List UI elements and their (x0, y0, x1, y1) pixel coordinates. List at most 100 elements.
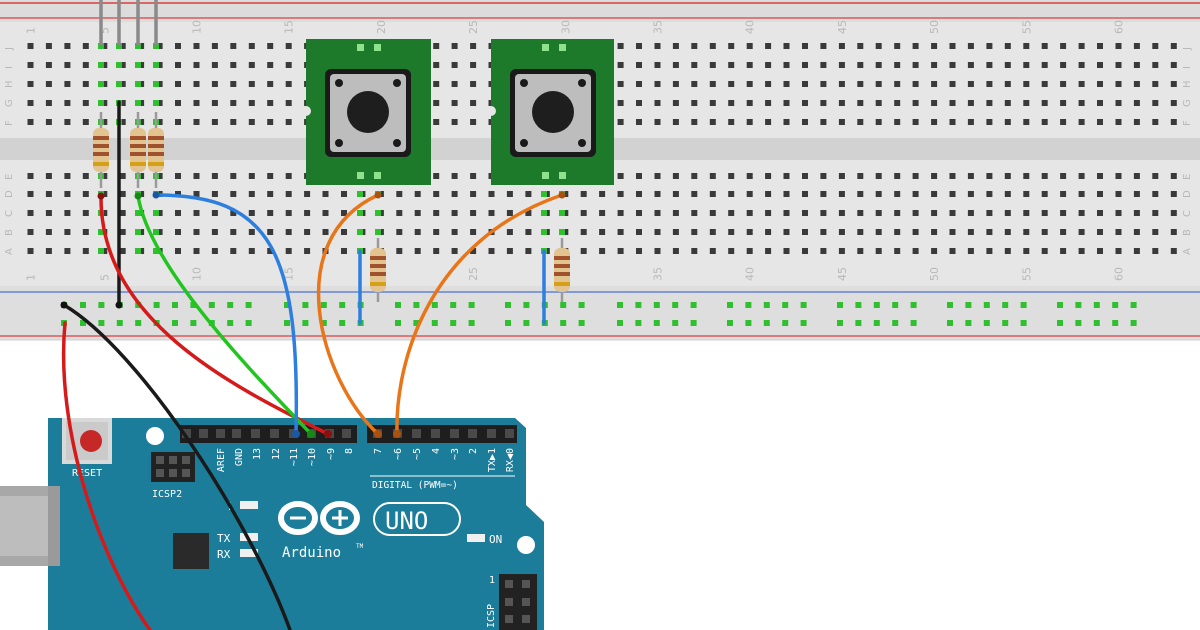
resistor-led-2 (130, 112, 146, 188)
led-tx-label: TX (217, 532, 231, 545)
row-letter-top: F (1182, 120, 1193, 126)
row-letter-top: I (4, 66, 15, 69)
wire-blue-led-to-11 (154, 193, 299, 436)
pin-label: ~5 (412, 448, 423, 460)
pushbutton-2[interactable] (486, 39, 614, 185)
header-pin[interactable] (412, 429, 421, 438)
pin-label: 4 (431, 448, 442, 454)
pin-labels: AREF GND 13 12 ~11 ~10 ~9 8 7 ~6 ~5 4 ~3 2 TX▶1 RX◀0 (216, 448, 516, 472)
column-number-top: 15 (283, 20, 296, 34)
pushbutton-1[interactable] (301, 39, 431, 185)
header-leads (99, 0, 158, 45)
pin-label: GND (234, 448, 245, 466)
wire-red-led-to-9 (99, 194, 330, 436)
header-pin[interactable] (505, 429, 514, 438)
column-number-bottom: 5 (98, 274, 111, 281)
wire-orange-button1-to-7 (316, 193, 380, 436)
resistor-led-3 (148, 112, 164, 188)
row-letter-bottom: C (4, 210, 15, 217)
arduino-infinity-logo (278, 501, 360, 535)
model-label: UNO (385, 507, 428, 535)
pin-label: ~9 (326, 448, 337, 460)
column-number-top: 1 (25, 27, 38, 34)
column-number-top: 30 (559, 20, 572, 34)
pin-label: ~3 (450, 448, 461, 460)
power-rail-bottom (0, 286, 1200, 340)
pin-label: TX▶1 (487, 448, 498, 472)
column-number-top: 50 (928, 20, 941, 34)
header-pin[interactable] (199, 429, 208, 438)
icsp-header (499, 574, 537, 630)
pin-label: ~6 (393, 448, 404, 460)
column-number-bottom: 1 (25, 274, 38, 281)
pin-label: ~10 (307, 448, 318, 466)
header-pin[interactable] (232, 429, 241, 438)
column-number-bottom: 40 (744, 267, 757, 281)
row-letter-top: G (4, 99, 15, 107)
row-letter-bottom: D (4, 190, 15, 198)
digital-header (180, 425, 517, 443)
resistor-button-2 (554, 238, 570, 302)
pin-label: ~11 (289, 448, 300, 466)
led-on (467, 534, 485, 542)
header-pin[interactable] (216, 429, 225, 438)
pin-label: RX◀0 (505, 448, 516, 472)
column-number-top: 45 (836, 20, 849, 34)
wires (61, 100, 564, 630)
button-2-cap[interactable] (532, 91, 574, 133)
column-number-bottom: 35 (652, 267, 665, 281)
column-number-bottom: 50 (928, 267, 941, 281)
header-pin[interactable] (270, 429, 279, 438)
icsp2-header (151, 452, 195, 482)
uno-badge (373, 502, 461, 536)
row-letter-bottom: B (1182, 229, 1193, 236)
row-letter-top: H (1182, 80, 1193, 88)
row-letter-bottom: C (1182, 210, 1193, 217)
power-rail-top (0, 0, 1200, 22)
column-number-bottom: 55 (1020, 267, 1033, 281)
usb-chip (173, 533, 209, 569)
column-number-top: 60 (1113, 20, 1126, 34)
header-pin[interactable] (450, 429, 459, 438)
column-number-top: 55 (1020, 20, 1033, 34)
icsp2-label: ICSP2 (152, 489, 182, 500)
pin-label: 8 (344, 448, 355, 454)
row-letter-bottom: D (1182, 190, 1193, 198)
header-pin[interactable] (468, 429, 477, 438)
icsp-label: ICSP (486, 604, 497, 628)
pin-label: 2 (468, 448, 479, 454)
pin-label: 13 (252, 448, 263, 460)
header-pin[interactable] (487, 429, 496, 438)
row-letter-bottom: E (1182, 174, 1193, 180)
mounting-hole-left (146, 427, 164, 445)
row-letter-top: G (1182, 99, 1193, 107)
led-rx (240, 549, 258, 557)
header-pin[interactable] (342, 429, 351, 438)
header-pin[interactable] (251, 429, 260, 438)
column-number-bottom: 10 (191, 267, 204, 281)
mounting-hole-right (517, 536, 535, 554)
trademark-label: TM (356, 543, 364, 550)
column-number-top: 20 (375, 20, 388, 34)
wire-endpoints (60, 191, 566, 438)
brand-label: Arduino (282, 545, 341, 561)
pin-label: 7 (373, 448, 384, 454)
column-number-bottom: 15 (283, 267, 296, 281)
row-letter-bottom: A (1182, 248, 1193, 255)
header-pin[interactable] (182, 429, 191, 438)
wire-black-gnd (62, 303, 292, 630)
wire-red-5v (61, 321, 152, 630)
column-number-bottom: 25 (467, 267, 480, 281)
pin-label: 12 (271, 448, 282, 460)
row-letter-top: J (1182, 47, 1193, 51)
column-number-top: 35 (652, 20, 665, 34)
button-1-cap[interactable] (347, 91, 389, 133)
header-pin[interactable] (431, 429, 440, 438)
resistor-led-1 (93, 112, 109, 188)
column-number-bottom: 45 (836, 267, 849, 281)
resistor-button-1 (370, 238, 386, 302)
icsp-pin1-label: 1 (489, 575, 495, 586)
resistors (93, 112, 570, 302)
pin-label: AREF (216, 448, 227, 472)
column-number-top: 40 (744, 20, 757, 34)
